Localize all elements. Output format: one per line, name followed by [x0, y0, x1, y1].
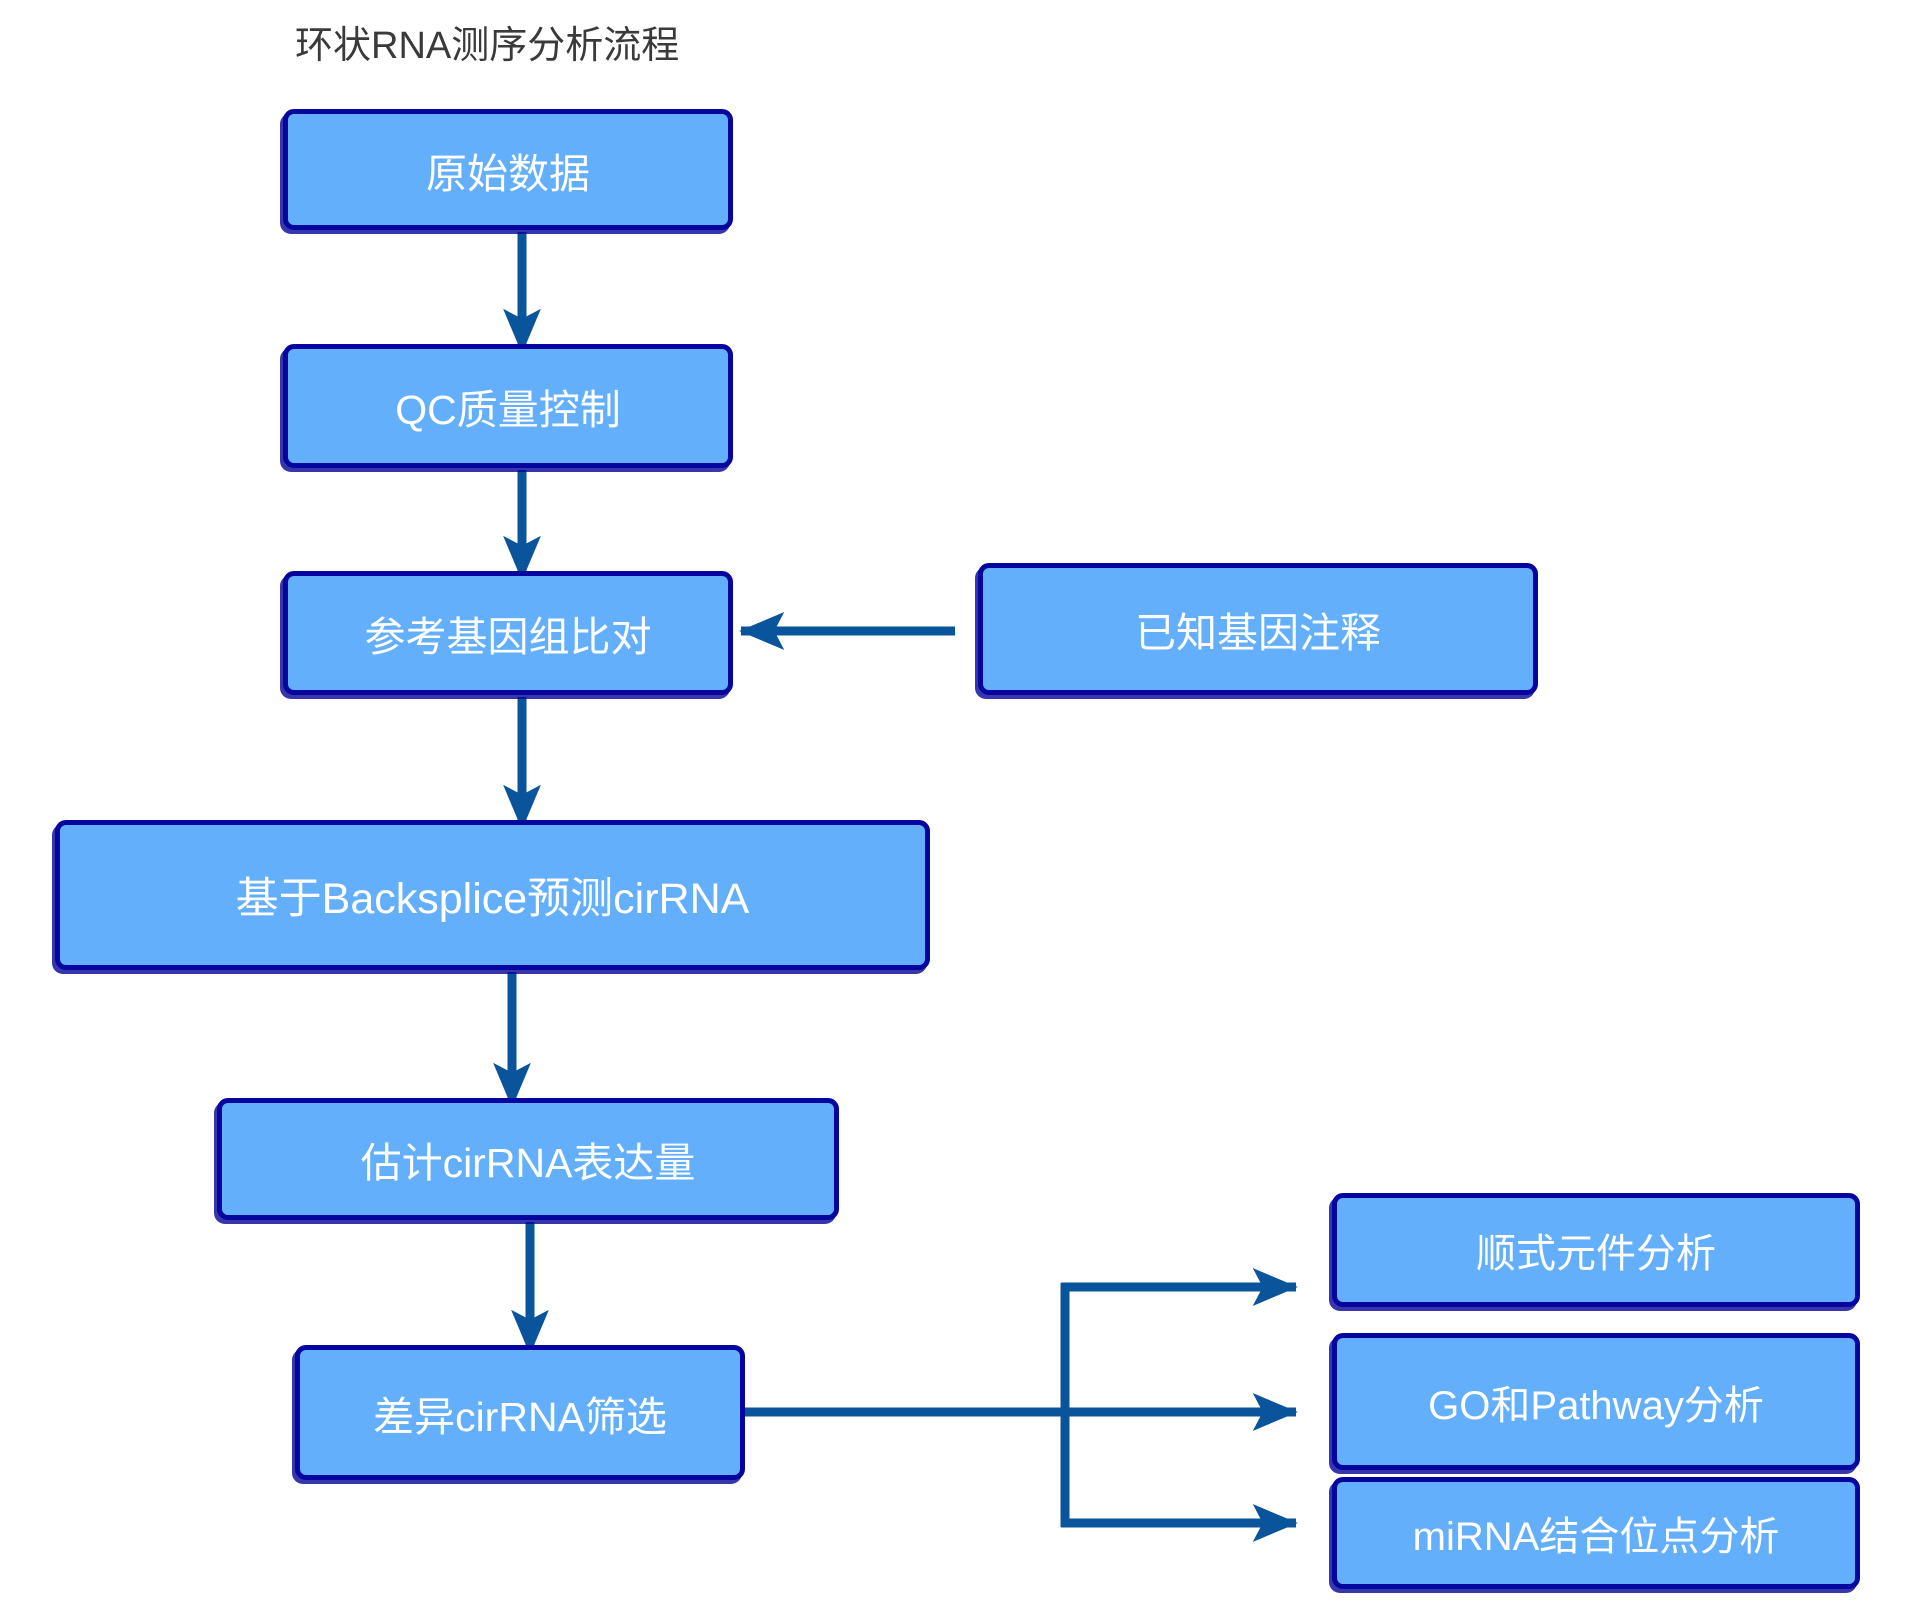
node-genome-alignment: 参考基因组比对: [283, 571, 733, 695]
node-raw-data: 原始数据: [283, 109, 733, 230]
node-mirna-binding-site-analysis: miRNA结合位点分析: [1332, 1477, 1860, 1589]
node-backsplice-prediction: 基于Backsplice预测cirRNA: [55, 820, 930, 970]
node-differential-screening: 差异cirRNA筛选: [295, 1345, 745, 1480]
node-qc: QC质量控制: [283, 344, 733, 468]
node-known-gene-annotation: 已知基因注释: [978, 563, 1538, 695]
node-go-pathway-analysis: GO和Pathway分析: [1332, 1333, 1860, 1470]
diagram-title: 环状RNA测序分析流程: [295, 25, 680, 67]
node-expression-estimation: 估计cirRNA表达量: [217, 1098, 839, 1220]
node-cis-element-analysis: 顺式元件分析: [1332, 1193, 1860, 1307]
